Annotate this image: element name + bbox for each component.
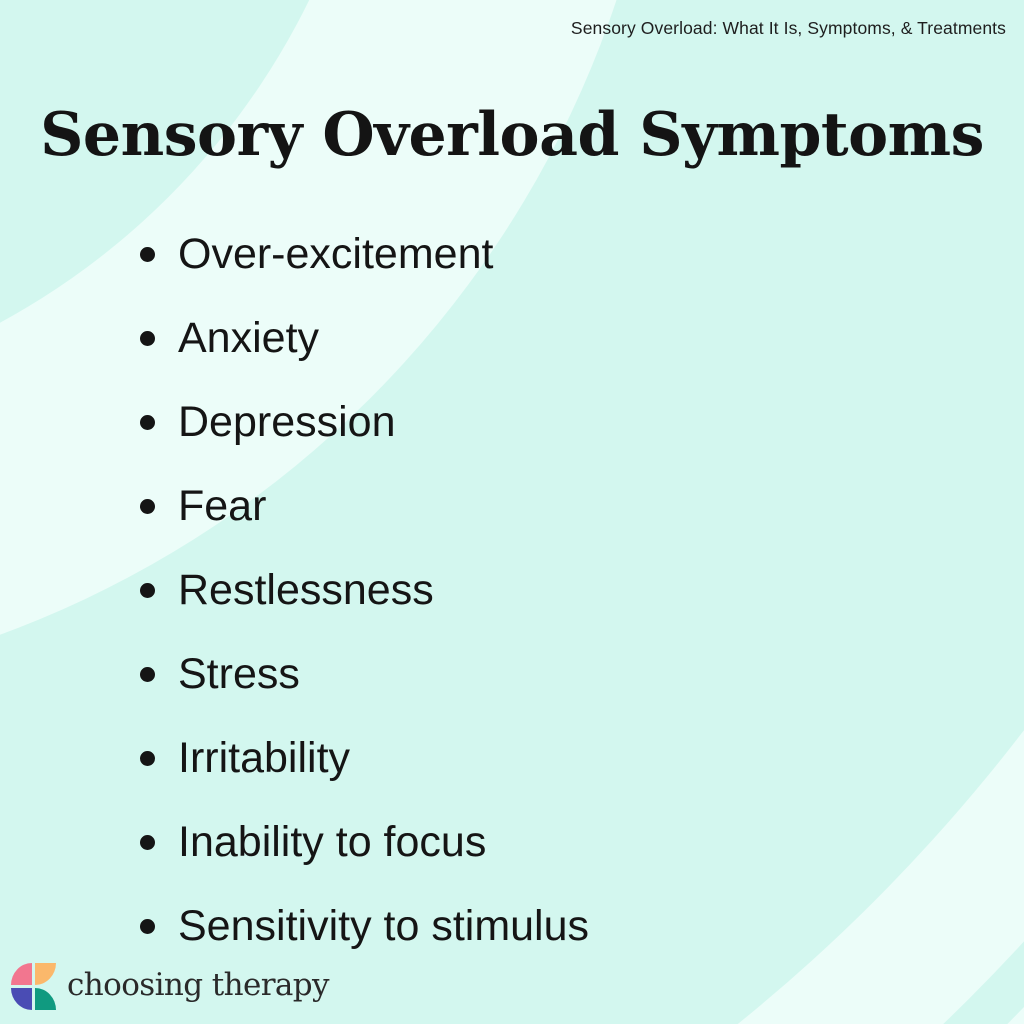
logo-quadrant-blue (11, 988, 32, 1010)
article-title: Sensory Overload: What It Is, Symptoms, … (570, 18, 1006, 38)
list-item: Inability to focus (136, 800, 589, 884)
symptom-label: Depression (178, 397, 396, 446)
symptom-label: Irritability (178, 733, 351, 782)
list-item: Irritability (136, 716, 589, 800)
bullet-icon (140, 666, 155, 682)
symptom-list: Over-excitement Anxiety Depression Fear … (136, 212, 589, 968)
list-item: Sensitivity to stimulus (136, 884, 589, 968)
choosing-therapy-logo-icon (11, 963, 57, 1011)
symptom-label: Inability to focus (178, 817, 487, 866)
bullet-icon (140, 246, 155, 262)
logo-quadrant-pink (11, 963, 32, 985)
symptom-label: Over-excitement (178, 229, 494, 278)
list-item: Depression (136, 380, 589, 464)
symptom-label: Stress (178, 649, 300, 698)
bullet-icon (140, 414, 155, 430)
list-item: Over-excitement (136, 212, 589, 296)
list-item: Anxiety (136, 296, 589, 380)
list-item: Fear (136, 464, 589, 548)
page-title: Sensory Overload Symptoms (40, 100, 984, 170)
bullet-icon (140, 834, 155, 850)
bullet-icon (140, 750, 155, 766)
symptom-label: Sensitivity to stimulus (178, 901, 590, 950)
bullet-icon (140, 330, 155, 346)
list-item: Restlessness (136, 548, 589, 632)
symptom-label: Restlessness (178, 565, 434, 614)
symptom-label: Fear (178, 481, 267, 530)
logo-quadrant-teal (35, 988, 56, 1010)
list-item: Stress (136, 632, 589, 716)
brand-logo: choosing therapy (11, 963, 330, 1011)
bullet-icon (140, 498, 155, 514)
bullet-icon (140, 582, 155, 598)
bullet-icon (140, 918, 155, 934)
logo-quadrant-orange (35, 963, 56, 985)
symptom-label: Anxiety (178, 313, 320, 362)
brand-name: choosing therapy (67, 967, 330, 1003)
